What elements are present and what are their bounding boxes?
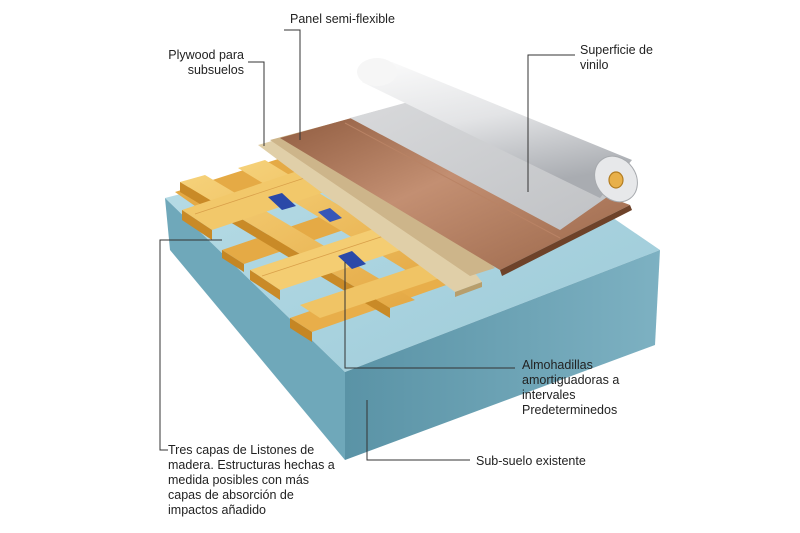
pad (338, 251, 366, 269)
vinyl-seam (344, 122, 561, 239)
label-subfloor: Sub-suelo existente (476, 454, 586, 468)
leader-subfloor (366, 400, 470, 461)
roll-core-icon (608, 171, 624, 189)
wood-grain (261, 229, 403, 277)
plywood-edge (455, 282, 482, 297)
leader-plywood (248, 61, 265, 146)
label-panel: Panel semi-flexible (290, 12, 395, 26)
leader-battens (159, 239, 222, 451)
vinyl-top (280, 110, 630, 270)
vinyl-sheet (350, 96, 620, 230)
batten-board (250, 270, 280, 300)
leader-panel (284, 29, 301, 140)
pad (268, 193, 296, 210)
vinyl-edge (500, 205, 632, 276)
roll-start (357, 58, 397, 86)
batten-board (300, 265, 440, 318)
roll-body (362, 62, 632, 198)
batten-board (182, 210, 212, 240)
leader-lines (159, 29, 575, 461)
leader-vinyl (527, 54, 575, 192)
leader-pads (344, 262, 515, 369)
slab-front-face (345, 250, 660, 460)
label-battens: Tres capas de Listones de madera. Estruc… (168, 443, 335, 517)
cushion-pads (268, 193, 366, 269)
batten-board (250, 222, 425, 290)
label-pads: Almohadillas amortiguadoras a intervales… (522, 358, 620, 417)
vinyl-surface (280, 110, 632, 276)
batten-board (222, 250, 244, 272)
label-vinyl: Superficie de vinilo (580, 43, 653, 72)
batten-board (290, 318, 312, 342)
pad (318, 208, 342, 222)
vinyl-roll (357, 58, 638, 203)
slab-left-face (165, 198, 345, 460)
label-plywood: Plywood para subsuelos (168, 48, 244, 77)
